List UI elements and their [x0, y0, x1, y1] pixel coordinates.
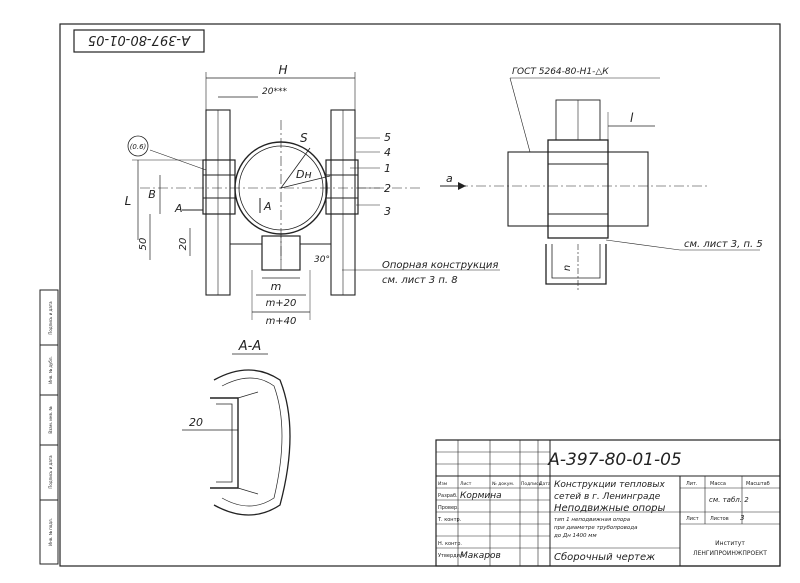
section-label: A-A: [238, 339, 261, 354]
stamp-cell-3: Взам. инв. №: [48, 406, 53, 433]
dim-n: n: [562, 265, 573, 271]
sheets-value: 3: [740, 514, 744, 522]
role-dev: Разраб.: [438, 493, 458, 499]
title-name-line4: Сборочный чертеж: [554, 551, 655, 563]
lit-label: Лит.: [686, 481, 698, 487]
callout-2: 2: [384, 182, 391, 195]
dim-m20: m+20: [266, 298, 297, 309]
callout-3: 3: [384, 205, 391, 218]
title-block: [435, 439, 781, 567]
person-approve: Макаров: [460, 551, 501, 561]
title-name-line3: Неподвижные опоры: [554, 503, 666, 514]
dim-l: l: [630, 111, 634, 125]
dim-B: B: [148, 188, 156, 201]
stamp-cell-5: Инв. № подл.: [48, 518, 53, 546]
callout-1: 1: [384, 162, 391, 175]
section-dim-20: 20: [189, 416, 203, 429]
role-approve: Утвердил: [438, 553, 463, 559]
rotated-code-text: А-397-80-01-05: [88, 32, 191, 47]
stamp-cell-4: Подпись и дата: [48, 455, 53, 489]
org-line1: Институт: [715, 540, 745, 547]
dim-20-top: 20***: [262, 87, 287, 97]
section-A-center: A: [263, 200, 272, 213]
side-view: [440, 77, 760, 290]
person-dev: Кормина: [460, 491, 502, 501]
section-A-left: A: [174, 202, 183, 215]
front-dimensions: [132, 72, 500, 320]
stamp-cell-1: Подпись и дата: [48, 301, 53, 335]
title-name-line1: Конструкции тепловых: [554, 480, 665, 490]
sheet-label: Лист: [686, 516, 699, 522]
mass-value: см. табл. 2: [709, 496, 749, 504]
support-note-line2: см. лист 3 п. 8: [382, 275, 458, 286]
support-note-line1: Опорная конструкция: [382, 260, 498, 271]
dim-20: 20: [178, 238, 189, 251]
front-view: [140, 109, 420, 296]
col-date: Дата: [539, 481, 551, 487]
role-ncontrol: Н. контр.: [438, 541, 462, 547]
title-code: А-397-80-01-05: [547, 450, 682, 470]
sheets-label: Листов: [710, 516, 729, 522]
dim-H: H: [278, 63, 287, 77]
org-line2: ЛЕНГИПРОИНЖПРОЕКТ: [693, 550, 767, 557]
section-view: A-A 20: [182, 339, 291, 516]
title-block-text: А-397-80-01-05 Конструкции тепловых сете…: [437, 450, 770, 563]
col-doc: № докум.: [492, 481, 514, 487]
side-labels: ГОСТ 5264-80-Н1-△К l n см. лист 3, п. 5 …: [446, 67, 763, 271]
front-labels: H 20*** L B 50 20 S Dн A A m m+20 m+40 3…: [125, 63, 499, 327]
callout-5: 5: [384, 131, 391, 144]
dim-L: L: [125, 194, 132, 208]
title-sub-line2: при диаметре трубопровода: [554, 525, 638, 531]
dim-50: 50: [138, 238, 149, 251]
dim-S: S: [300, 131, 308, 145]
dim-m40: m+40: [266, 316, 297, 327]
callout-6: (0.6): [130, 143, 147, 151]
scale-label: Масштаб: [746, 481, 770, 487]
col-izm: Изм: [438, 481, 447, 487]
title-name-line2: сетей в г. Ленинграде: [554, 492, 661, 502]
rotated-code-box: А-397-80-01-05: [73, 29, 205, 53]
dim-angle-30: 30°: [314, 255, 330, 265]
role-check: Провер.: [438, 505, 459, 511]
dim-m: m: [271, 280, 282, 293]
stamp-cell-2: Инв. № дубл.: [48, 356, 53, 383]
flow-label: a: [446, 172, 453, 185]
title-sub-line3: до Дн 1400 мм: [553, 533, 597, 539]
left-stamp: Подпись и дата Инв. № дубл. Взам. инв. №…: [39, 289, 59, 565]
title-sub-line1: тип 1 неподвижная опора: [554, 517, 631, 523]
weld-spec: ГОСТ 5264-80-Н1-△К: [512, 67, 609, 77]
outer-frame: [59, 23, 781, 567]
role-tcontrol: Т. контр.: [437, 517, 462, 523]
dim-Dn: Dн: [296, 168, 312, 181]
mass-label: Масса: [710, 481, 726, 487]
col-list: Лист: [460, 481, 472, 487]
sheet-ref: см. лист 3, п. 5: [684, 239, 763, 250]
callout-4: 4: [384, 146, 391, 159]
col-sign: Подпись: [521, 481, 542, 487]
